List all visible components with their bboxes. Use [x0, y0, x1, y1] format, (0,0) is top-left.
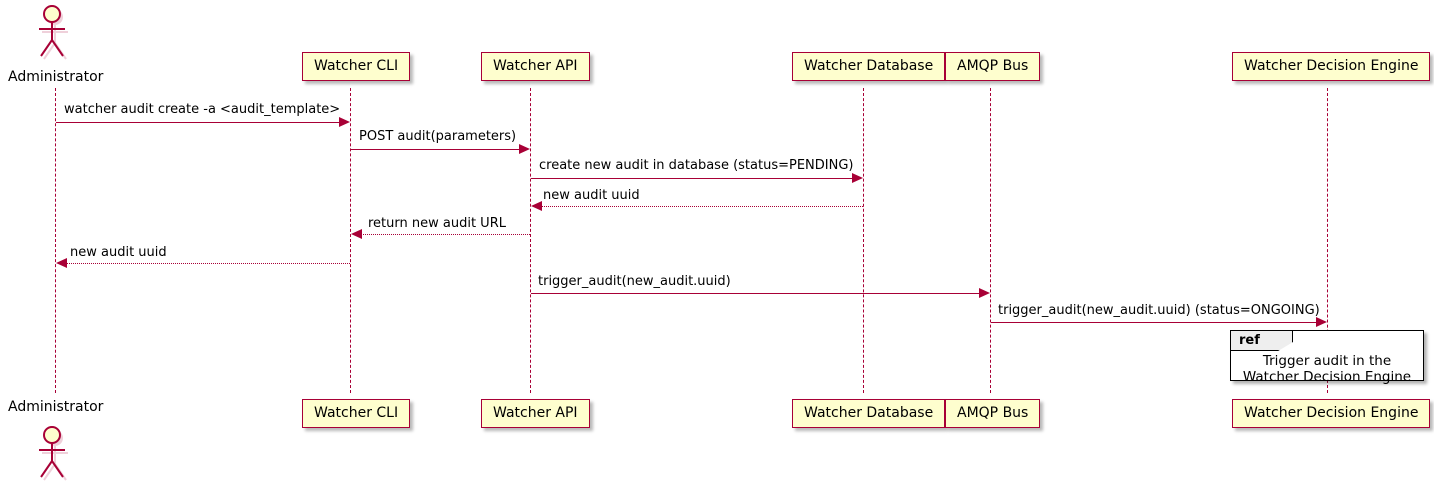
participant-watcher-decision-engine-bottom[interactable]: Watcher Decision Engine — [1232, 399, 1431, 428]
participant-watcher-cli-bottom[interactable]: Watcher CLI — [302, 399, 411, 428]
message-label-watcher-audit-create: watcher audit create -a <audit_template> — [64, 102, 341, 117]
ref-fragment-text: Trigger audit in the Watcher Decision En… — [1231, 353, 1423, 385]
lifeline-administrator — [55, 88, 56, 393]
message-label-new-audit-uuid-db: new audit uuid — [543, 188, 640, 203]
actor-administrator-bottom — [34, 425, 76, 481]
actor-label-bottom: Administrator — [8, 399, 104, 415]
message-line-return-new-audit-url — [361, 234, 530, 235]
actor-figure-icon — [39, 5, 68, 60]
participant-watcher-cli-top[interactable]: Watcher CLI — [302, 52, 411, 81]
participant-amqp-bus-top[interactable]: AMQP Bus — [945, 52, 1041, 81]
participant-label: Watcher Decision Engine — [1244, 58, 1419, 74]
arrowhead-right-icon — [852, 173, 863, 183]
arrowhead-left-icon — [351, 229, 362, 239]
message-line-create-new-audit — [531, 178, 852, 179]
lifeline-amqp-bus — [990, 88, 991, 393]
message-label-return-new-audit-url: return new audit URL — [368, 216, 506, 231]
message-label-trigger-audit-ongoing: trigger_audit(new_audit.uuid) (status=ON… — [998, 303, 1320, 318]
participant-label: Watcher CLI — [314, 58, 399, 74]
arrowhead-right-icon — [979, 288, 990, 298]
participant-label: Watcher Database — [804, 58, 934, 74]
actor-label-top: Administrator — [8, 69, 104, 85]
actor-figure-icon — [39, 426, 68, 481]
lifeline-watcher-cli — [350, 88, 351, 393]
message-line-new-audit-uuid-cli — [66, 263, 350, 264]
lifeline-watcher-decision-engine — [1327, 88, 1328, 393]
message-line-trigger-audit — [531, 293, 979, 294]
arrowhead-right-icon — [339, 117, 350, 127]
participant-label: Watcher API — [493, 405, 578, 421]
message-label-create-new-audit: create new audit in database (status=PEN… — [539, 158, 854, 173]
ref-fragment-keyword: ref — [1231, 331, 1293, 351]
message-label-new-audit-uuid-cli: new audit uuid — [70, 245, 167, 260]
message-line-post-audit — [351, 149, 520, 150]
participant-watcher-api-bottom[interactable]: Watcher API — [481, 399, 590, 428]
participant-label: AMQP Bus — [957, 405, 1029, 421]
ref-fragment: ref Trigger audit in the Watcher Decisio… — [1230, 330, 1424, 385]
participant-amqp-bus-bottom[interactable]: AMQP Bus — [945, 399, 1041, 428]
ref-fragment-line-2: Watcher Decision Engine — [1242, 369, 1412, 385]
participant-watcher-database-bottom[interactable]: Watcher Database — [792, 399, 946, 428]
participant-label: Watcher Database — [804, 405, 934, 421]
message-line-watcher-audit-create — [56, 122, 340, 123]
message-line-new-audit-uuid-db — [541, 206, 863, 207]
message-line-trigger-audit-ongoing — [991, 322, 1316, 323]
lifeline-watcher-database — [863, 88, 864, 393]
ref-fragment-line-1: Trigger audit in the — [1262, 353, 1392, 369]
participant-label: Watcher Decision Engine — [1244, 405, 1419, 421]
arrowhead-right-icon — [1316, 317, 1327, 327]
arrowhead-left-icon — [531, 201, 542, 211]
arrowhead-left-icon — [56, 258, 67, 268]
participant-watcher-decision-engine-top[interactable]: Watcher Decision Engine — [1232, 52, 1431, 81]
arrowhead-right-icon — [519, 144, 530, 154]
actor-administrator-top — [34, 4, 76, 60]
participant-label: AMQP Bus — [957, 58, 1029, 74]
message-label-post-audit: POST audit(parameters) — [359, 129, 517, 144]
message-label-trigger-audit: trigger_audit(new_audit.uuid) — [538, 274, 731, 289]
participant-label: Watcher API — [493, 58, 578, 74]
participant-label: Watcher CLI — [314, 405, 399, 421]
participant-watcher-api-top[interactable]: Watcher API — [481, 52, 590, 81]
participant-watcher-database-top[interactable]: Watcher Database — [792, 52, 946, 81]
lifeline-watcher-api — [530, 88, 531, 393]
